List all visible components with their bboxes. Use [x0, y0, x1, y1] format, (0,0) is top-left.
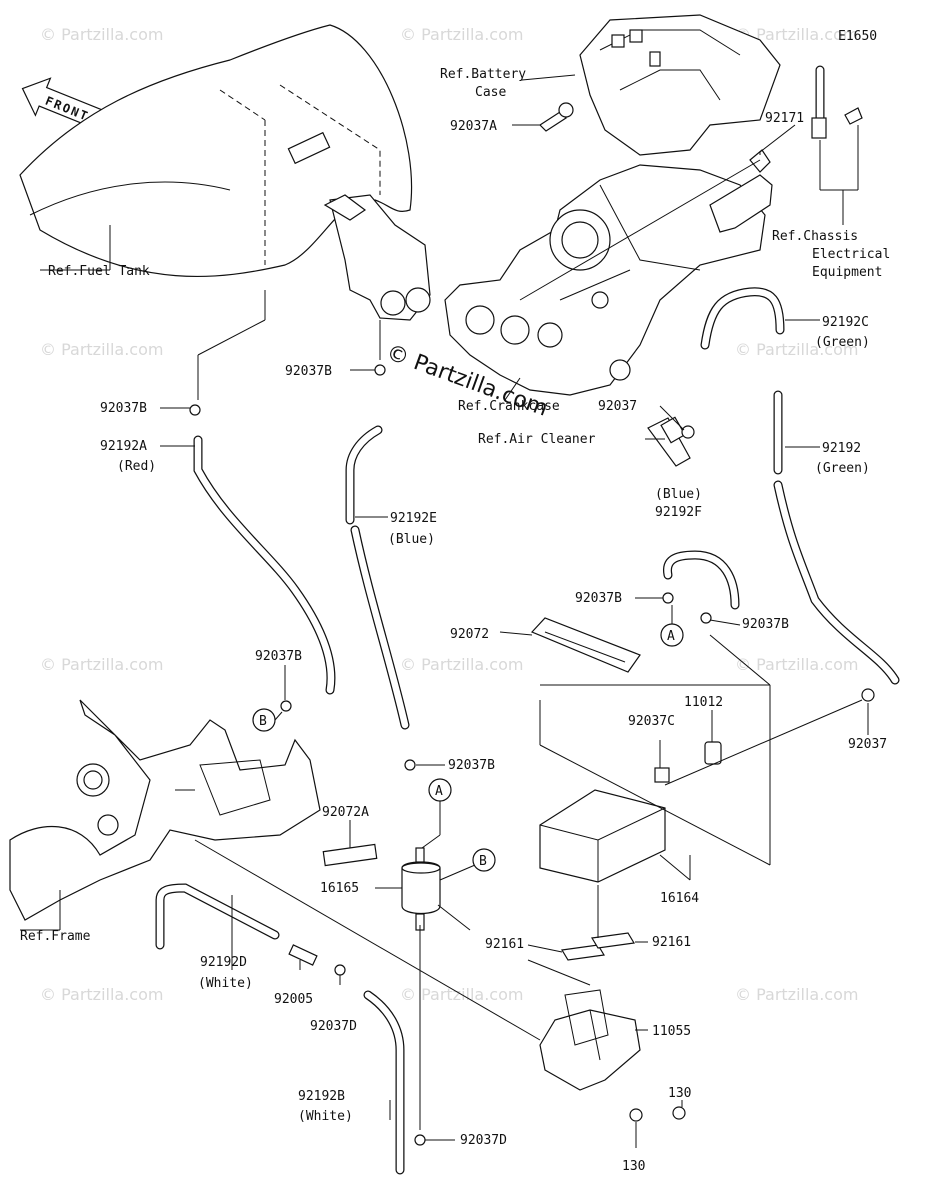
bolt-icon — [629, 1108, 643, 1122]
label-92192d: 92192D — [200, 955, 247, 970]
watermark: © Partzilla.com — [40, 25, 163, 44]
label-11055: 11055 — [652, 1024, 691, 1039]
label-blue: (Blue) — [655, 487, 702, 502]
circle-label-b: B — [259, 714, 267, 729]
reference-markers: B A A B — [252, 623, 684, 872]
label-92037d: 92037D — [460, 1133, 507, 1148]
bracket-92171 — [709, 149, 773, 233]
clamp-icon — [662, 592, 674, 604]
label-92072: 92072 — [450, 627, 489, 642]
label-92072a: 92072A — [322, 805, 369, 820]
label-ref-crankcase: Ref.Crankcase — [458, 399, 560, 414]
watermark: © Partzilla.com — [400, 655, 523, 674]
clamp-icon — [404, 759, 416, 771]
label-white: (White) — [198, 976, 253, 991]
label-92171: 92171 — [765, 111, 804, 126]
clamp-icon — [374, 364, 386, 376]
watermark: © Partzilla.com — [400, 25, 523, 44]
leader-lines — [20, 74, 869, 1148]
circle-label-a: A — [667, 629, 675, 644]
label-92037d: 92037D — [310, 1019, 357, 1034]
watermark: © Partzilla.com — [40, 340, 163, 359]
hoses — [155, 287, 900, 1175]
strap-92072a — [322, 843, 378, 867]
label-130: 130 — [668, 1086, 691, 1101]
label-92037: 92037 — [598, 399, 637, 414]
label-green: (Green) — [815, 335, 870, 350]
label-16165: 16165 — [320, 881, 359, 896]
frame — [9, 699, 321, 921]
label-92037b: 92037B — [255, 649, 302, 664]
label-red: (Red) — [117, 459, 156, 474]
label-92037b: 92037B — [100, 401, 147, 416]
label-92037b: 92037B — [285, 364, 332, 379]
label-16164: 16164 — [660, 891, 699, 906]
label-92005: 92005 — [274, 992, 313, 1007]
label-92037a: 92037A — [450, 119, 497, 134]
clamp-icon — [334, 964, 346, 976]
clamp-icon — [414, 1134, 426, 1146]
label-ref-battery-case: Case — [475, 85, 506, 100]
tank-bracket — [323, 194, 431, 321]
label-92161: 92161 — [652, 935, 691, 950]
clamp-icon — [700, 612, 712, 624]
fitting-92005 — [288, 944, 318, 966]
label-ref-air-cleaner: Ref.Air Cleaner — [478, 432, 596, 447]
label-92037: 92037 — [848, 737, 887, 752]
label-ref-chassis: Equipment — [812, 265, 882, 280]
pads-92161 — [561, 932, 635, 961]
strap-92072 — [530, 617, 641, 673]
label-92037c: 92037C — [628, 714, 675, 729]
label-92037b: 92037B — [575, 591, 622, 606]
clamp-icon — [681, 425, 695, 439]
part-labels: E1650 Ref.Battery Case 92037A 92171 Ref.… — [20, 29, 890, 1174]
label-11012: 11012 — [684, 695, 723, 710]
label-92192f: 92192F — [655, 505, 702, 520]
label-ref-chassis: Ref.Chassis — [772, 229, 858, 244]
label-white: (White) — [298, 1109, 353, 1124]
watermark: © Partzilla.com — [735, 340, 858, 359]
clamp-icon — [189, 404, 201, 416]
watermark: © Partzilla.com — [40, 655, 163, 674]
circle-label-b: B — [479, 854, 487, 869]
bracket-11055 — [539, 989, 641, 1091]
label-92192a: 92192A — [100, 439, 147, 454]
bolts-130 — [629, 1106, 686, 1122]
label-92161: 92161 — [485, 937, 524, 952]
clamp-92037c-icon — [654, 767, 670, 783]
watermark: © Partzilla.com — [735, 25, 858, 44]
bolt-92037a-icon — [539, 102, 574, 132]
label-green: (Green) — [815, 461, 870, 476]
label-ref-fuel-tank: Ref.Fuel Tank — [48, 264, 150, 279]
diagram-code: E1650 — [838, 29, 877, 44]
crankcase — [444, 164, 766, 396]
label-92037b: 92037B — [742, 617, 789, 632]
watermark: © Partzilla.com — [40, 985, 163, 1004]
circle-label-a: A — [435, 784, 443, 799]
bolt-icon — [672, 1106, 686, 1120]
label-blue: (Blue) — [388, 532, 435, 547]
fuel-tank — [19, 24, 413, 278]
battery-case — [579, 14, 781, 156]
canister-16164 — [539, 741, 722, 883]
label-130: 130 — [622, 1159, 645, 1174]
watermark: © Partzilla.com — [735, 985, 858, 1004]
clamps — [189, 364, 875, 1146]
label-92192: 92192 — [822, 441, 861, 456]
label-ref-battery-case: Ref.Battery — [440, 67, 526, 82]
label-ref-chassis: Electrical — [812, 247, 890, 262]
label-92192b: 92192B — [298, 1089, 345, 1104]
watermarks: © Partzilla.com © Partzilla.com © Partzi… — [40, 25, 858, 1004]
air-cleaner-fitting — [647, 416, 691, 467]
label-92192c: 92192C — [822, 315, 869, 330]
watermark: © Partzilla.com — [735, 655, 858, 674]
label-92037b: 92037B — [448, 758, 495, 773]
filter-16165 — [401, 847, 441, 931]
clamp-icon — [280, 700, 292, 712]
clamp-icon — [861, 688, 875, 702]
label-92192e: 92192E — [390, 511, 437, 526]
chassis-connector — [811, 65, 863, 139]
label-ref-frame: Ref.Frame — [20, 929, 91, 944]
